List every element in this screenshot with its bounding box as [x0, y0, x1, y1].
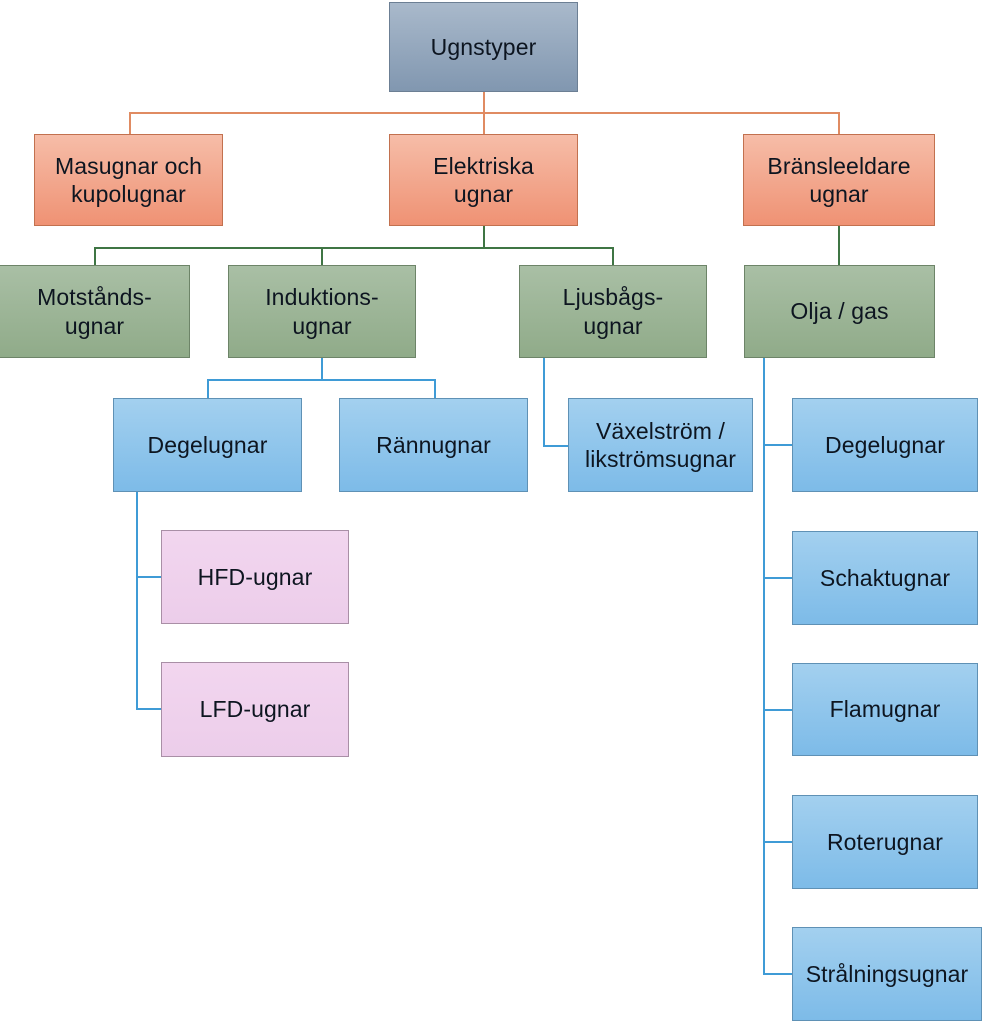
- node-schaktugnar[interactable]: Schaktugnar: [792, 531, 978, 625]
- node-hfd-ugnar[interactable]: HFD-ugnar: [161, 530, 349, 624]
- edge-bus-to-ljusbags: [612, 247, 614, 266]
- edge-bus-to-masugnar: [129, 112, 131, 135]
- node-rannugnar[interactable]: Rännugnar: [339, 398, 528, 492]
- edge-bus-to-degelugnar: [207, 379, 209, 399]
- node-degelugnar-olja[interactable]: Degelugnar: [792, 398, 978, 492]
- edge-degelugnar-to-lfd: [136, 708, 162, 710]
- edge-bus-to-elektriska: [483, 112, 485, 135]
- edge-bus-to-motstands: [94, 247, 96, 266]
- edge-root-to-bus: [483, 92, 485, 113]
- node-ljusbagsugnar[interactable]: Ljusbågs- ugnar: [519, 265, 707, 358]
- edge-elektriska-to-bus: [483, 226, 485, 249]
- node-olja-gas[interactable]: Olja / gas: [744, 265, 935, 358]
- edge-induktions-to-bus: [321, 358, 323, 380]
- node-motstandsugnar[interactable]: Motstånds- ugnar: [0, 265, 190, 358]
- node-lfd-ugnar[interactable]: LFD-ugnar: [161, 662, 349, 757]
- node-bransleeldare-ugnar[interactable]: Bränsleeldare ugnar: [743, 134, 935, 226]
- edge-blue-bus-induktions: [207, 379, 436, 381]
- edge-olja-to-roterugnar: [763, 841, 793, 843]
- edge-ljusbags-to-vaxelstrom: [543, 445, 569, 447]
- edge-olja-to-flamugnar: [763, 709, 793, 711]
- edge-olja-to-degelugnar: [763, 444, 793, 446]
- node-flamugnar[interactable]: Flamugnar: [792, 663, 978, 756]
- edge-bus-to-induktions: [321, 247, 323, 266]
- edge-bransleeldare-to-olja: [838, 226, 840, 265]
- edge-ljusbags-trunk: [543, 358, 545, 446]
- edge-green-bus: [94, 247, 613, 249]
- edge-degelugnar-to-hfd: [136, 576, 162, 578]
- edge-bus-to-bransleeldare: [838, 112, 840, 135]
- node-ugnstyper[interactable]: Ugnstyper: [389, 2, 578, 92]
- node-stralningsugnar[interactable]: Strålningsugnar: [792, 927, 982, 1021]
- edge-bus-to-rannugnar: [434, 379, 436, 399]
- node-degelugnar[interactable]: Degelugnar: [113, 398, 302, 492]
- node-vaxelstrom-likstromsugnar[interactable]: Växelström / likströmsugnar: [568, 398, 753, 492]
- node-roterugnar[interactable]: Roterugnar: [792, 795, 978, 889]
- edge-olja-to-schaktugnar: [763, 577, 793, 579]
- edge-olja-trunk: [763, 358, 765, 975]
- node-induktionsugnar[interactable]: Induktions- ugnar: [228, 265, 416, 358]
- node-elektriska-ugnar[interactable]: Elektriska ugnar: [389, 134, 578, 226]
- edge-degelugnar-trunk: [136, 492, 138, 710]
- node-masugnar-och-kupolugnar[interactable]: Masugnar och kupolugnar: [34, 134, 223, 226]
- edge-olja-to-stralningsugnar: [763, 973, 793, 975]
